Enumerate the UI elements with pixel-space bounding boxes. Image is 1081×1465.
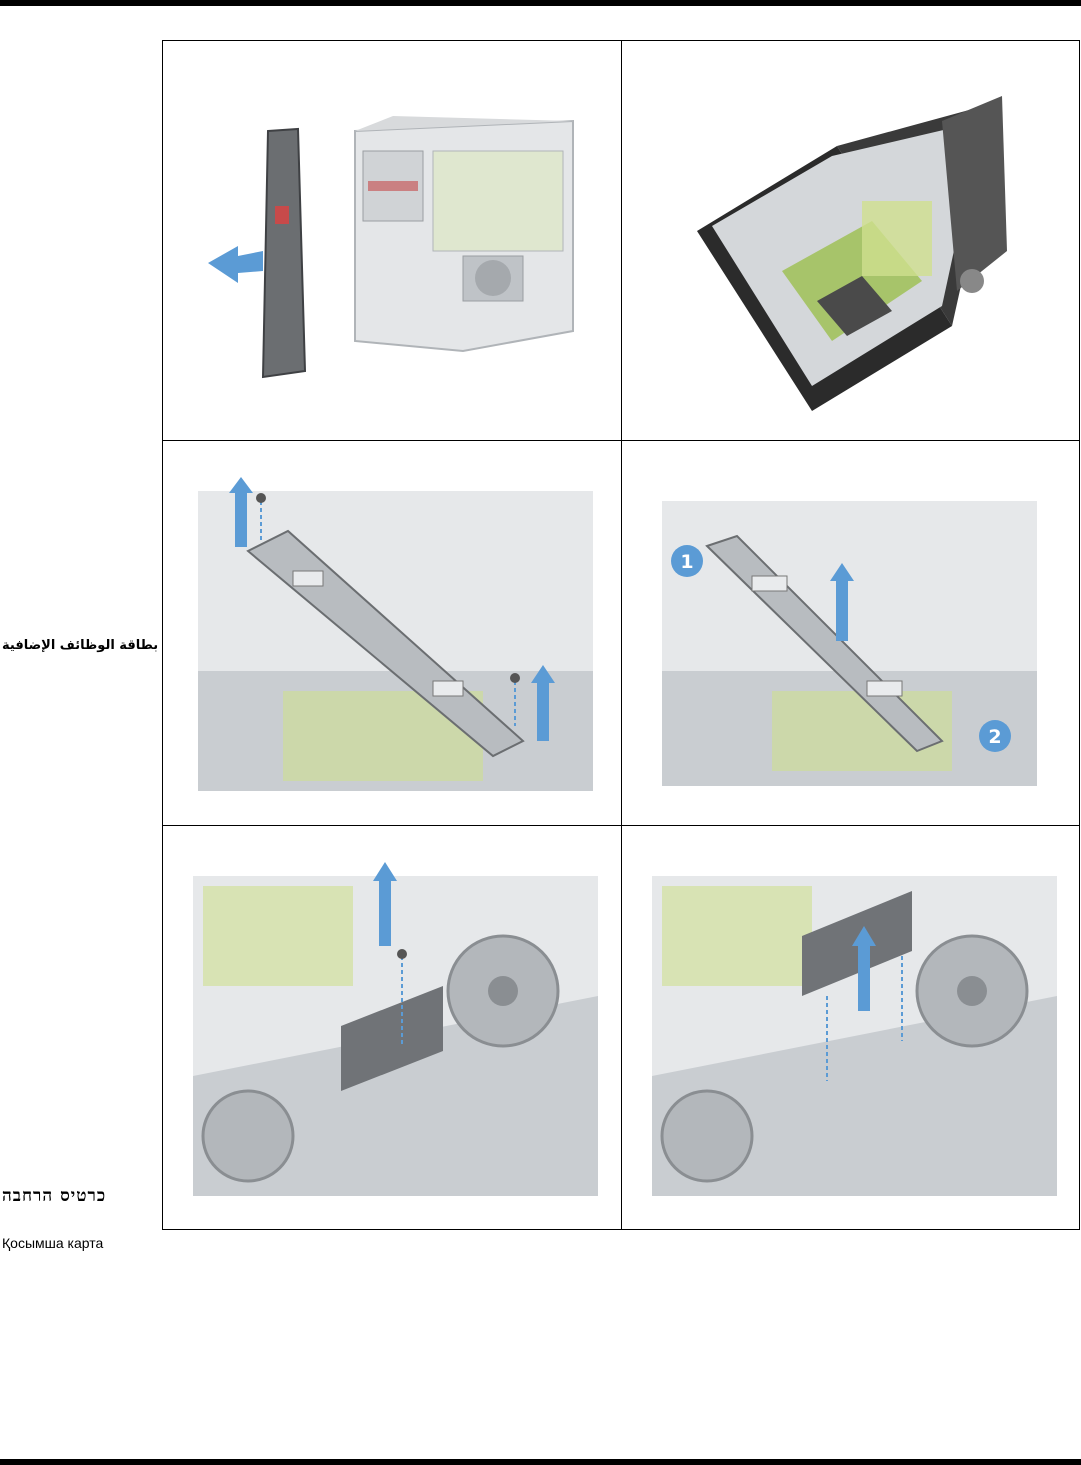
step-remove-bracket-screws [163, 441, 621, 825]
screw-icon [397, 949, 407, 959]
bottom-rule [0, 1459, 1081, 1465]
callout-1-label: 1 [680, 551, 693, 573]
bracket-screws-illustration [163, 441, 621, 825]
step-remove-slot-cover-screw [163, 826, 621, 1229]
step-remove-front-bezel [163, 41, 621, 440]
callout-2-label: 2 [988, 726, 1001, 748]
screw-icon [256, 493, 266, 503]
slot-cover-illustration [622, 826, 1079, 1229]
illustration-grid: 1 2 [162, 40, 1080, 1230]
front-bezel-illustration [163, 41, 621, 440]
lift-bracket-illustration: 1 2 [622, 441, 1079, 825]
chassis-illustration [622, 41, 1079, 440]
pull-arrow-icon [208, 246, 263, 283]
top-rule [0, 0, 1081, 6]
label-arabic: بطاقة الوظائف الإضافية [2, 638, 158, 653]
step-remove-slot-cover [622, 826, 1079, 1229]
label-hebrew: כרטיס הרחבה [2, 1186, 106, 1206]
label-kazakh: Қосымша карта [2, 1235, 103, 1251]
step-lift-bracket: 1 2 [622, 441, 1079, 825]
slot-cover-screw-illustration [163, 826, 621, 1229]
step-chassis-overview [622, 41, 1079, 440]
screw-icon [510, 673, 520, 683]
